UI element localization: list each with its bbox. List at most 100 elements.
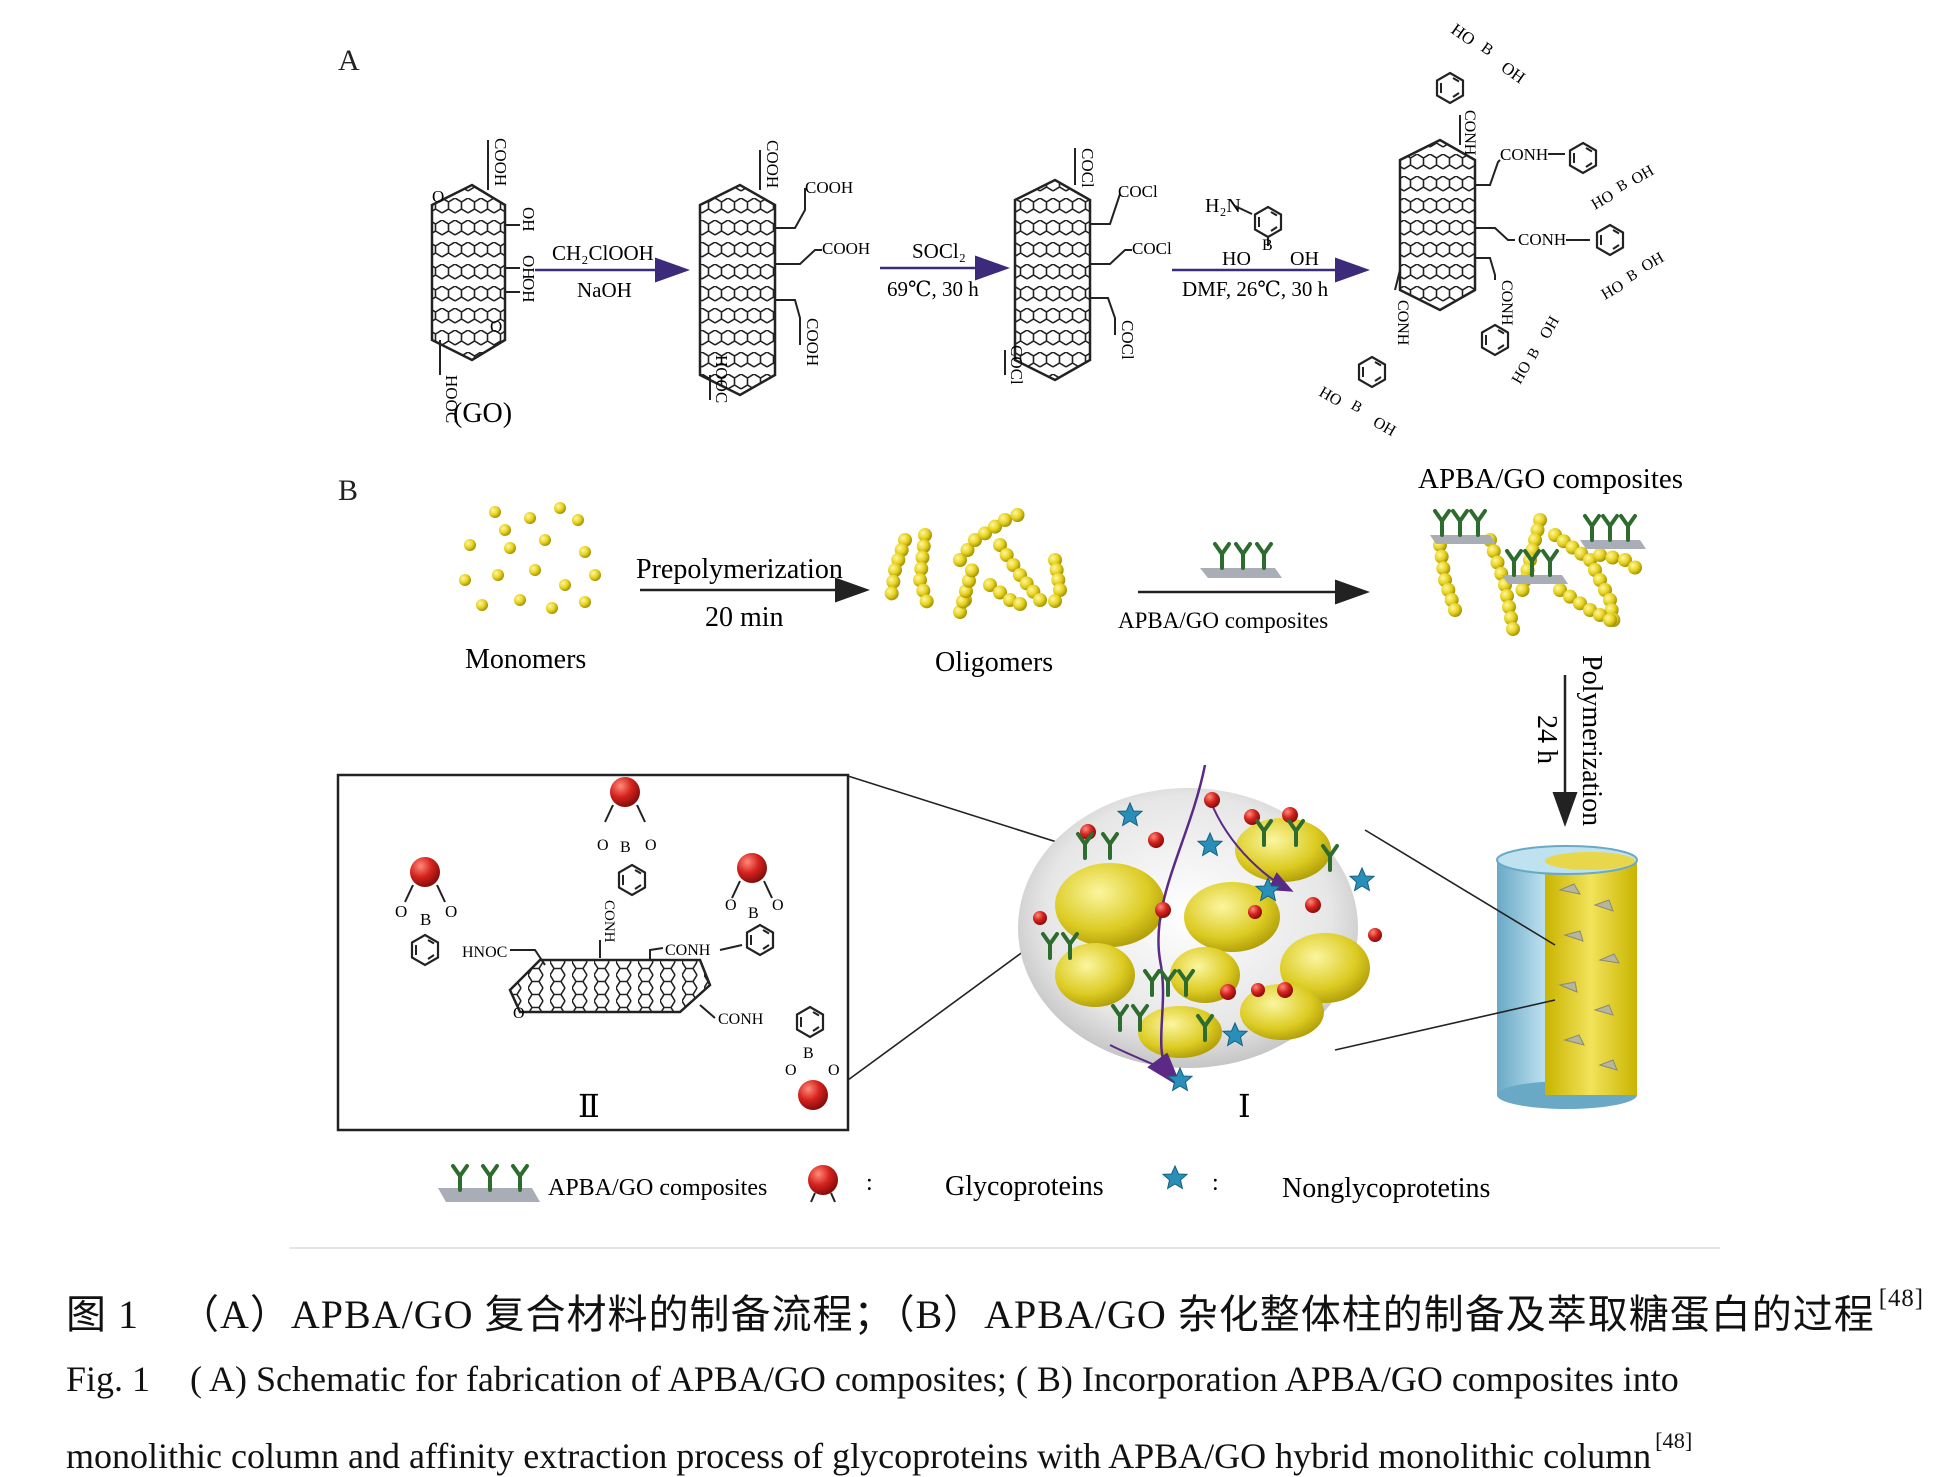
polymer-bead	[913, 573, 927, 587]
polymer-bead	[1048, 594, 1062, 608]
roman-numeral-2: Ⅱ	[578, 1088, 600, 1124]
polymer-bead	[993, 538, 1007, 552]
svg-text:B: B	[748, 905, 759, 922]
legend-colon-2: :	[1212, 1170, 1219, 1196]
polymer-bead	[1603, 613, 1617, 627]
polymer-bead	[968, 533, 982, 547]
polymer-bead	[1053, 583, 1067, 597]
svg-text:CONH: CONH	[1500, 145, 1548, 164]
svg-text:O: O	[725, 897, 737, 914]
oligomers-label: Oligomers	[935, 647, 1053, 678]
polymer-bead	[965, 563, 979, 578]
composites-title: APBA/GO composites	[1418, 463, 1683, 495]
svg-text:B: B	[420, 910, 431, 929]
legend-composite-icon	[438, 1164, 540, 1202]
svg-text:HO: HO	[1599, 277, 1628, 303]
svg-text:HO: HO	[1316, 384, 1345, 410]
caption-cn-text: （A）APBA/GO 复合材料的制备流程；（B）APBA/GO 杂化整体柱的制备…	[179, 1292, 1875, 1337]
polymer-bead	[998, 513, 1012, 527]
polymer-bead	[1013, 597, 1027, 611]
step2-conditions: 69℃, 30 h	[887, 277, 979, 301]
polymer-bead	[1490, 555, 1505, 570]
legend-colon-1: :	[866, 1170, 873, 1196]
carboxylated-go-molecule: COOH COOH COOH COOH HOOC	[698, 140, 870, 403]
polymer-bead	[953, 553, 967, 567]
step1-base: NaOH	[577, 278, 632, 302]
legend: APBA/GO composites : Glycoproteins : Non…	[438, 1164, 1490, 1204]
composites-cluster	[1430, 509, 1646, 636]
mol3-cocl-4: COCl	[1118, 320, 1137, 360]
boronic-antenna	[1469, 509, 1487, 537]
polymer-bead	[993, 585, 1007, 600]
svg-text:O: O	[772, 897, 784, 914]
svg-text:OH: OH	[1290, 248, 1319, 270]
svg-text:O: O	[785, 1062, 797, 1079]
boronic-antenna	[1601, 514, 1619, 542]
polymer-bead	[1506, 622, 1520, 636]
svg-text:CONH: CONH	[718, 1011, 764, 1028]
acyl-chloride-go-molecule: COCl COCl COCl COCl COCl	[1004, 148, 1172, 385]
panel-a-label: A	[338, 44, 360, 77]
svg-text:OH: OH	[1498, 58, 1529, 88]
legend-nonglyco-icon	[1162, 1165, 1188, 1189]
go-oh-3: OH	[519, 278, 538, 303]
polymer-bead	[1033, 593, 1047, 607]
boronic-antenna	[1433, 509, 1451, 537]
zoom-line-4	[1334, 999, 1556, 1051]
figure-caption-english-line2: monolithic column and affinity extractio…	[66, 1428, 1692, 1477]
apba-go-product-molecule: CONH HO B OH CONH HO B OH CONH HO B OH C…	[1316, 20, 1667, 441]
polymer-bead	[1502, 600, 1516, 614]
caption-cn-prefix: 图 1	[66, 1292, 139, 1337]
svg-text:B: B	[1348, 398, 1365, 417]
mol3-cocl-2: COCl	[1118, 182, 1158, 201]
svg-text:O: O	[445, 902, 457, 921]
go-cooh-bottom: HOOC	[442, 375, 461, 423]
svg-text:B: B	[1624, 267, 1641, 286]
svg-text:CONH: CONH	[665, 942, 711, 959]
polymer-bead	[1618, 553, 1632, 567]
step1-reagent: CH₂ClOOH	[552, 241, 654, 265]
composite-sheet	[1502, 575, 1568, 584]
polymer-bead	[916, 539, 931, 554]
polymer-bead	[918, 528, 932, 542]
svg-text:CONH: CONH	[1394, 300, 1411, 346]
go-oxo-2: O	[490, 317, 502, 336]
figure-caption-chinese: 图 1 （A）APBA/GO 复合材料的制备流程；（B）APBA/GO 杂化整体柱…	[66, 1282, 1924, 1340]
svg-text:B: B	[803, 1045, 814, 1062]
mol2-cooh-4: COOH	[803, 318, 822, 366]
polymer-bead	[888, 563, 902, 577]
boronic-antenna	[1541, 549, 1559, 577]
caption-en-line2: monolithic column and affinity extractio…	[66, 1436, 1652, 1477]
apba-reagent: H₂N B HO OH	[1205, 195, 1319, 270]
mol3-cocl-1: COCl	[1078, 148, 1097, 188]
polymer-bead	[1436, 561, 1451, 576]
svg-text:O: O	[828, 1062, 840, 1079]
svg-text:HO: HO	[1222, 248, 1251, 270]
arrow-composite-label: APBA/GO composites	[1118, 608, 1328, 633]
polymer-bead	[1500, 589, 1514, 603]
svg-text:HO: HO	[1509, 358, 1535, 387]
caption-en-ref: [48]	[1655, 1428, 1693, 1453]
legend-glycoproteins-label: Glycoproteins	[945, 1171, 1104, 1202]
polymer-bead	[978, 526, 992, 541]
svg-text:HO: HO	[1448, 20, 1479, 50]
polymer-bead	[988, 519, 1002, 534]
monomers-cluster	[459, 502, 601, 614]
caption-en-line1: ( A) Schematic for fabrication of APBA/G…	[190, 1359, 1679, 1399]
polymer-bead	[983, 578, 997, 592]
go-oh-2: OH	[519, 255, 538, 280]
polymer-bead	[1504, 611, 1518, 625]
mol3-cocl-3: COCl	[1132, 239, 1172, 258]
svg-text:B: B	[1262, 237, 1273, 254]
polymer-bead	[1434, 549, 1449, 564]
svg-text:OH: OH	[1639, 249, 1668, 275]
inset-apba-go-structure: O B O HNOC O B O CONH O B O CONH CONH B …	[395, 777, 840, 1110]
polymer-bead	[1605, 550, 1620, 565]
polymer-bead	[886, 574, 901, 589]
inset-box	[336, 773, 850, 1132]
legend-nonglyco-label: Nonglycoprotetins	[1282, 1173, 1490, 1204]
svg-text:B: B	[620, 839, 631, 856]
roman-numeral-1: Ⅰ	[1238, 1088, 1251, 1124]
monomers-label: Monomers	[465, 644, 586, 675]
polymer-bead	[1006, 558, 1021, 572]
